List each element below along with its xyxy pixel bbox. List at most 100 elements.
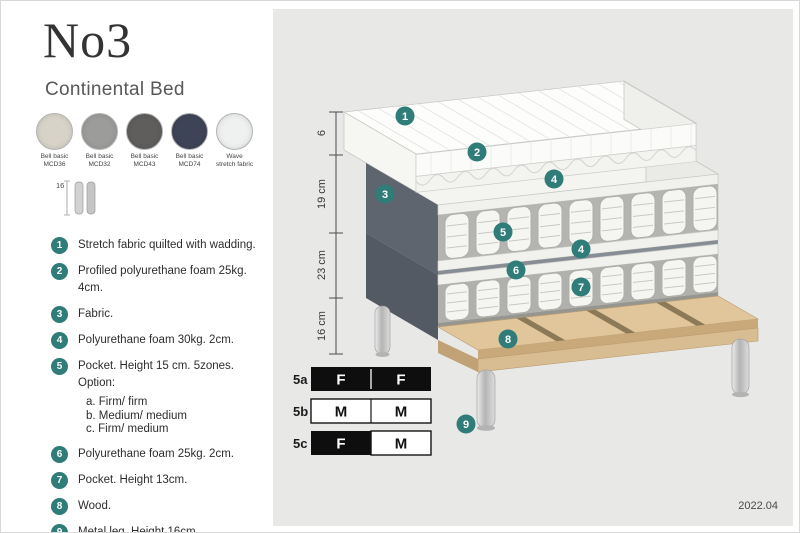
svg-text:3: 3 — [382, 189, 388, 201]
metal-leg-left — [374, 305, 391, 355]
legend-text: Polyurethane foam 25kg. 2cm. — [78, 447, 234, 460]
callout-6: 6 — [506, 260, 526, 280]
dimension-ticks — [329, 111, 343, 355]
dimension-label-top-mattress: 6 — [316, 130, 328, 136]
legend-text: Wood. — [78, 499, 112, 512]
firmness-letter: M — [335, 404, 348, 421]
legend-item: 3 Fabric. — [51, 306, 269, 323]
legend-text: Stretch fabric quilted with wadding. — [78, 239, 256, 251]
slat-gap — [586, 309, 636, 334]
callout-8: 8 — [498, 329, 518, 349]
svg-text:4: 4 — [578, 244, 585, 256]
pocket-option: c. Firm/ medium — [86, 423, 169, 435]
leg-height-ticks — [64, 180, 70, 216]
legend-badge: 1 — [51, 237, 68, 254]
legend-item: 2 Profiled polyurethane foam 25kg. 4cm. — [51, 263, 269, 297]
legend-item: 6 Polyurethane foam 25kg. 2cm. — [51, 445, 269, 463]
legend-text: Fabric. — [78, 308, 114, 320]
page-subtitle: Continental Bed — [45, 79, 185, 100]
firmness-letter: F — [336, 436, 345, 453]
wood-frame-front — [478, 319, 758, 359]
firmness-letter: M — [395, 436, 408, 453]
profiled-foam-wave — [415, 146, 697, 186]
slat-gap — [656, 301, 706, 326]
svg-text:9: 9 — [463, 419, 469, 431]
callout-5: 5 — [493, 222, 513, 242]
metal-leg-right — [731, 338, 750, 395]
firmness-row-5a: 5a F F — [293, 367, 431, 391]
legend-badge: 5 — [51, 358, 68, 375]
wood-rail-left — [438, 340, 478, 372]
legend-badge: 9 — [51, 523, 68, 532]
callout-7: 7 — [571, 277, 591, 297]
dimension-brackets: 6 19 cm 23 cm 16 cm — [316, 111, 343, 355]
side-fabric-lower — [366, 233, 438, 340]
bed-illustration: 6 19 cm 23 cm 16 cm — [293, 80, 778, 512]
front-cut-faces — [415, 123, 719, 327]
callout-1: 1 — [395, 106, 415, 126]
legend-badge: 6 — [51, 445, 68, 463]
firmness-row-5c: 5c F M — [293, 430, 432, 456]
pocket-options: a. Firm/ firm b. Medium/ medium c. Firm/… — [86, 396, 269, 437]
svg-text:6: 6 — [513, 265, 519, 277]
firmness-letter: F — [336, 372, 345, 389]
legend-badge: 3 — [51, 306, 68, 323]
legend-badge: 4 — [51, 332, 68, 349]
legend-item: 8 Wood. — [51, 497, 269, 515]
slat-gap — [516, 317, 566, 342]
firmness-row-5b: 5b M M — [293, 398, 432, 424]
firmness-table: 5a F F 5b M M 5c F — [293, 367, 432, 456]
callout-9: 9 — [456, 414, 476, 434]
leg-foot — [477, 425, 495, 431]
illustration-panel: 6 19 cm 23 cm 16 cm — [273, 9, 793, 526]
callout-4a: 4 — [544, 169, 564, 189]
callout-2: 2 — [467, 142, 487, 162]
dimension-label-upper-mattress: 19 cm — [316, 179, 328, 209]
firmness-cell-dark — [311, 431, 371, 455]
firmness-row-label: 5a — [293, 372, 308, 387]
metal-leg-icon — [74, 181, 84, 215]
pocket-option: b. Medium/ medium — [86, 409, 187, 422]
legend-text: Profiled polyurethane foam 25kg. 4cm. — [78, 265, 247, 294]
dimension-label-lower-box: 23 cm — [316, 250, 328, 280]
fabric-swatch-circle — [216, 113, 253, 150]
legend-item: 4 Polyurethane foam 30kg. 2cm. — [51, 332, 269, 349]
wood-slats — [436, 295, 760, 373]
quilt-stitches — [430, 124, 692, 175]
pocket-option: a. Firm/ firm — [86, 396, 148, 408]
callout-3: 3 — [375, 184, 395, 204]
leg-foot — [732, 391, 749, 398]
leg-height-label: 16 — [56, 181, 64, 190]
callouts: 1 2 4 3 5 4 6 7 8 9 — [375, 106, 591, 434]
svg-text:2: 2 — [474, 147, 480, 159]
svg-text:8: 8 — [505, 334, 511, 346]
svg-text:7: 7 — [578, 282, 584, 294]
legend-text: Polyurethane foam 30kg. 2cm. — [78, 334, 234, 346]
callout-4b: 4 — [571, 239, 591, 259]
box-bottom-edge — [438, 292, 718, 327]
legend-badge: 2 — [51, 263, 68, 280]
version-label: 2022.04 — [738, 500, 778, 512]
legend-text: Pocket. Height 13cm. — [78, 473, 188, 486]
firmness-row-label: 5c — [293, 436, 307, 451]
fabric-swatch-circle — [81, 113, 118, 150]
svg-text:1: 1 — [402, 111, 408, 123]
leg-foot — [375, 352, 390, 357]
fabric-swatch-circle — [126, 113, 163, 150]
legend-badge: 8 — [51, 497, 68, 515]
fabric-swatch-circle — [171, 113, 208, 150]
firmness-cell-light — [370, 430, 432, 456]
firmness-row-label: 5b — [293, 404, 308, 419]
